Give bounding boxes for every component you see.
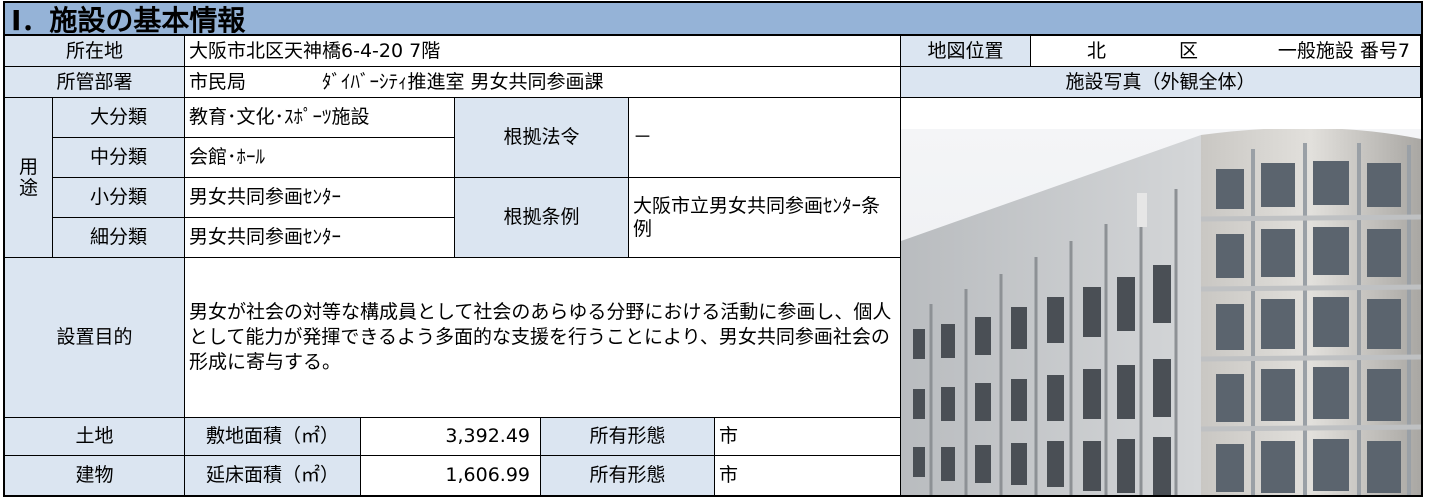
land-area-value: 3,392.49 bbox=[361, 418, 541, 456]
law-value: － bbox=[629, 98, 901, 178]
law-label: 根拠法令 bbox=[455, 98, 629, 178]
purpose-value: 男女が社会の対等な構成員として社会のあらゆる分野における活動に参画し、個人として… bbox=[185, 258, 901, 418]
minor-category-label: 小分類 bbox=[53, 178, 185, 218]
map-value: 北 区 一般施設 番号7 bbox=[1031, 36, 1421, 67]
department-label: 所管部署 bbox=[5, 67, 185, 98]
photo-label: 施設写真（外観全体） bbox=[901, 67, 1421, 98]
detail-category-value: 男女共同参画ｾﾝﾀｰ bbox=[185, 218, 455, 258]
map-label: 地図位置 bbox=[901, 36, 1031, 67]
purpose-label: 設置目的 bbox=[5, 258, 185, 418]
major-category-label: 大分類 bbox=[53, 98, 185, 138]
land-area-label: 敷地面積（㎡） bbox=[185, 418, 361, 456]
building-ownership-label: 所有形態 bbox=[541, 456, 715, 495]
building-ownership-value: 市 bbox=[715, 456, 901, 495]
land-label: 土地 bbox=[5, 418, 185, 456]
building-area-value: 1,606.99 bbox=[361, 456, 541, 495]
major-category-value: 教育･文化･ｽﾎﾟｰﾂ施設 bbox=[185, 98, 455, 138]
building-label: 建物 bbox=[5, 456, 185, 495]
building-area-label: 延床面積（㎡） bbox=[185, 456, 361, 495]
map-ward-suffix: 区 bbox=[1179, 39, 1199, 62]
detail-category-label: 細分類 bbox=[53, 218, 185, 258]
location-label: 所在地 bbox=[5, 36, 185, 67]
usage-label: 用 途 bbox=[5, 98, 53, 258]
map-facility-class: 一般施設 番号7 bbox=[1277, 39, 1410, 62]
land-ownership-value: 市 bbox=[715, 418, 901, 456]
building-exterior-image bbox=[901, 129, 1421, 495]
middle-category-label: 中分類 bbox=[53, 138, 185, 178]
usage-label-char-1: 用 bbox=[18, 155, 38, 178]
usage-label-char-2: 途 bbox=[18, 176, 38, 199]
land-ownership-label: 所有形態 bbox=[541, 418, 715, 456]
minor-category-value: 男女共同参画ｾﾝﾀｰ bbox=[185, 178, 455, 218]
sheet-title: Ⅰ．施設の基本情報 bbox=[5, 3, 1421, 37]
map-ward: 北 bbox=[1087, 39, 1107, 62]
middle-category-value: 会館･ﾎｰﾙ bbox=[185, 138, 455, 178]
facility-info-sheet: Ⅰ．施設の基本情報 所在地 大阪市北区天神橋6-4-20 7階 地図位置 北 区… bbox=[3, 1, 1423, 497]
ordinance-label: 根拠条例 bbox=[455, 178, 629, 258]
facility-photo bbox=[901, 129, 1421, 495]
location-value: 大阪市北区天神橋6-4-20 7階 bbox=[185, 36, 901, 67]
ordinance-value: 大阪市立男女共同参画ｾﾝﾀｰ条例 bbox=[629, 178, 901, 258]
department-value: 市民局 ﾀﾞｲﾊﾞｰｼﾃｨ推進室 男女共同参画課 bbox=[185, 67, 901, 98]
